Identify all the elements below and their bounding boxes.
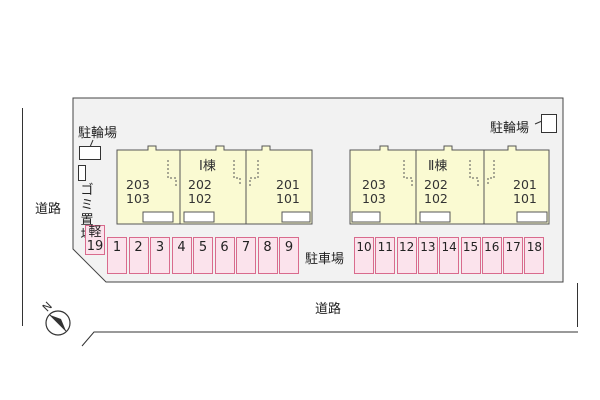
- unit-upper: 202: [188, 177, 212, 192]
- parking-spot-kei: 軽 19: [85, 225, 105, 255]
- parking-spot: 10: [354, 237, 374, 274]
- parking-spot: 11: [375, 237, 396, 274]
- parking-spot: 17: [503, 237, 524, 274]
- parking-spot: 14: [439, 237, 460, 274]
- unit-upper: 203: [126, 177, 150, 192]
- road-edge-left: [22, 108, 23, 326]
- garbage-box: [78, 165, 86, 181]
- building-1-name: Ⅰ棟: [199, 159, 216, 174]
- building-2: [349, 145, 550, 225]
- unit-lower: 102: [424, 191, 448, 206]
- parking-spot: 9: [279, 237, 299, 274]
- parking-label: 駐車場: [305, 252, 345, 267]
- road-label-left: 道路: [35, 202, 62, 217]
- kei-label: 軽: [88, 225, 102, 240]
- unit-lower: 103: [126, 191, 150, 206]
- bicycle-parking-right: [541, 114, 557, 133]
- parking-spot: 15: [460, 237, 481, 274]
- bicycle-parking-label-right: 駐輪場: [490, 121, 530, 136]
- parking-spot: 18: [524, 237, 545, 274]
- building-2-name: Ⅱ棟: [428, 159, 447, 174]
- unit-upper: 201: [276, 177, 300, 192]
- parking-spot: 1: [107, 237, 127, 274]
- bicycle-parking-left: [79, 146, 101, 160]
- kei-number: 19: [86, 239, 104, 254]
- parking-spot: 7: [236, 237, 256, 274]
- unit-lower: 101: [513, 191, 537, 206]
- parking-spot: 6: [214, 237, 235, 274]
- road-edge-right: [577, 283, 578, 327]
- parking-spot: 4: [171, 237, 192, 274]
- unit-lower: 101: [276, 191, 300, 206]
- parking-spot: 2: [128, 237, 149, 274]
- bicycle-parking-label-left: 駐輪場: [78, 126, 118, 141]
- parking-spot: 16: [481, 237, 502, 274]
- parking-spot: 3: [150, 237, 170, 274]
- unit-upper: 202: [424, 177, 448, 192]
- parking-spot: 5: [193, 237, 213, 274]
- unit-lower: 102: [188, 191, 212, 206]
- parking-spot: 12: [396, 237, 417, 274]
- unit-upper: 201: [513, 177, 537, 192]
- parking-spot: 8: [257, 237, 278, 274]
- unit-upper: 203: [362, 177, 386, 192]
- building-1: [116, 145, 313, 225]
- road-label-bottom: 道路: [315, 302, 342, 317]
- parking-spot: 13: [417, 237, 438, 274]
- unit-lower: 103: [362, 191, 386, 206]
